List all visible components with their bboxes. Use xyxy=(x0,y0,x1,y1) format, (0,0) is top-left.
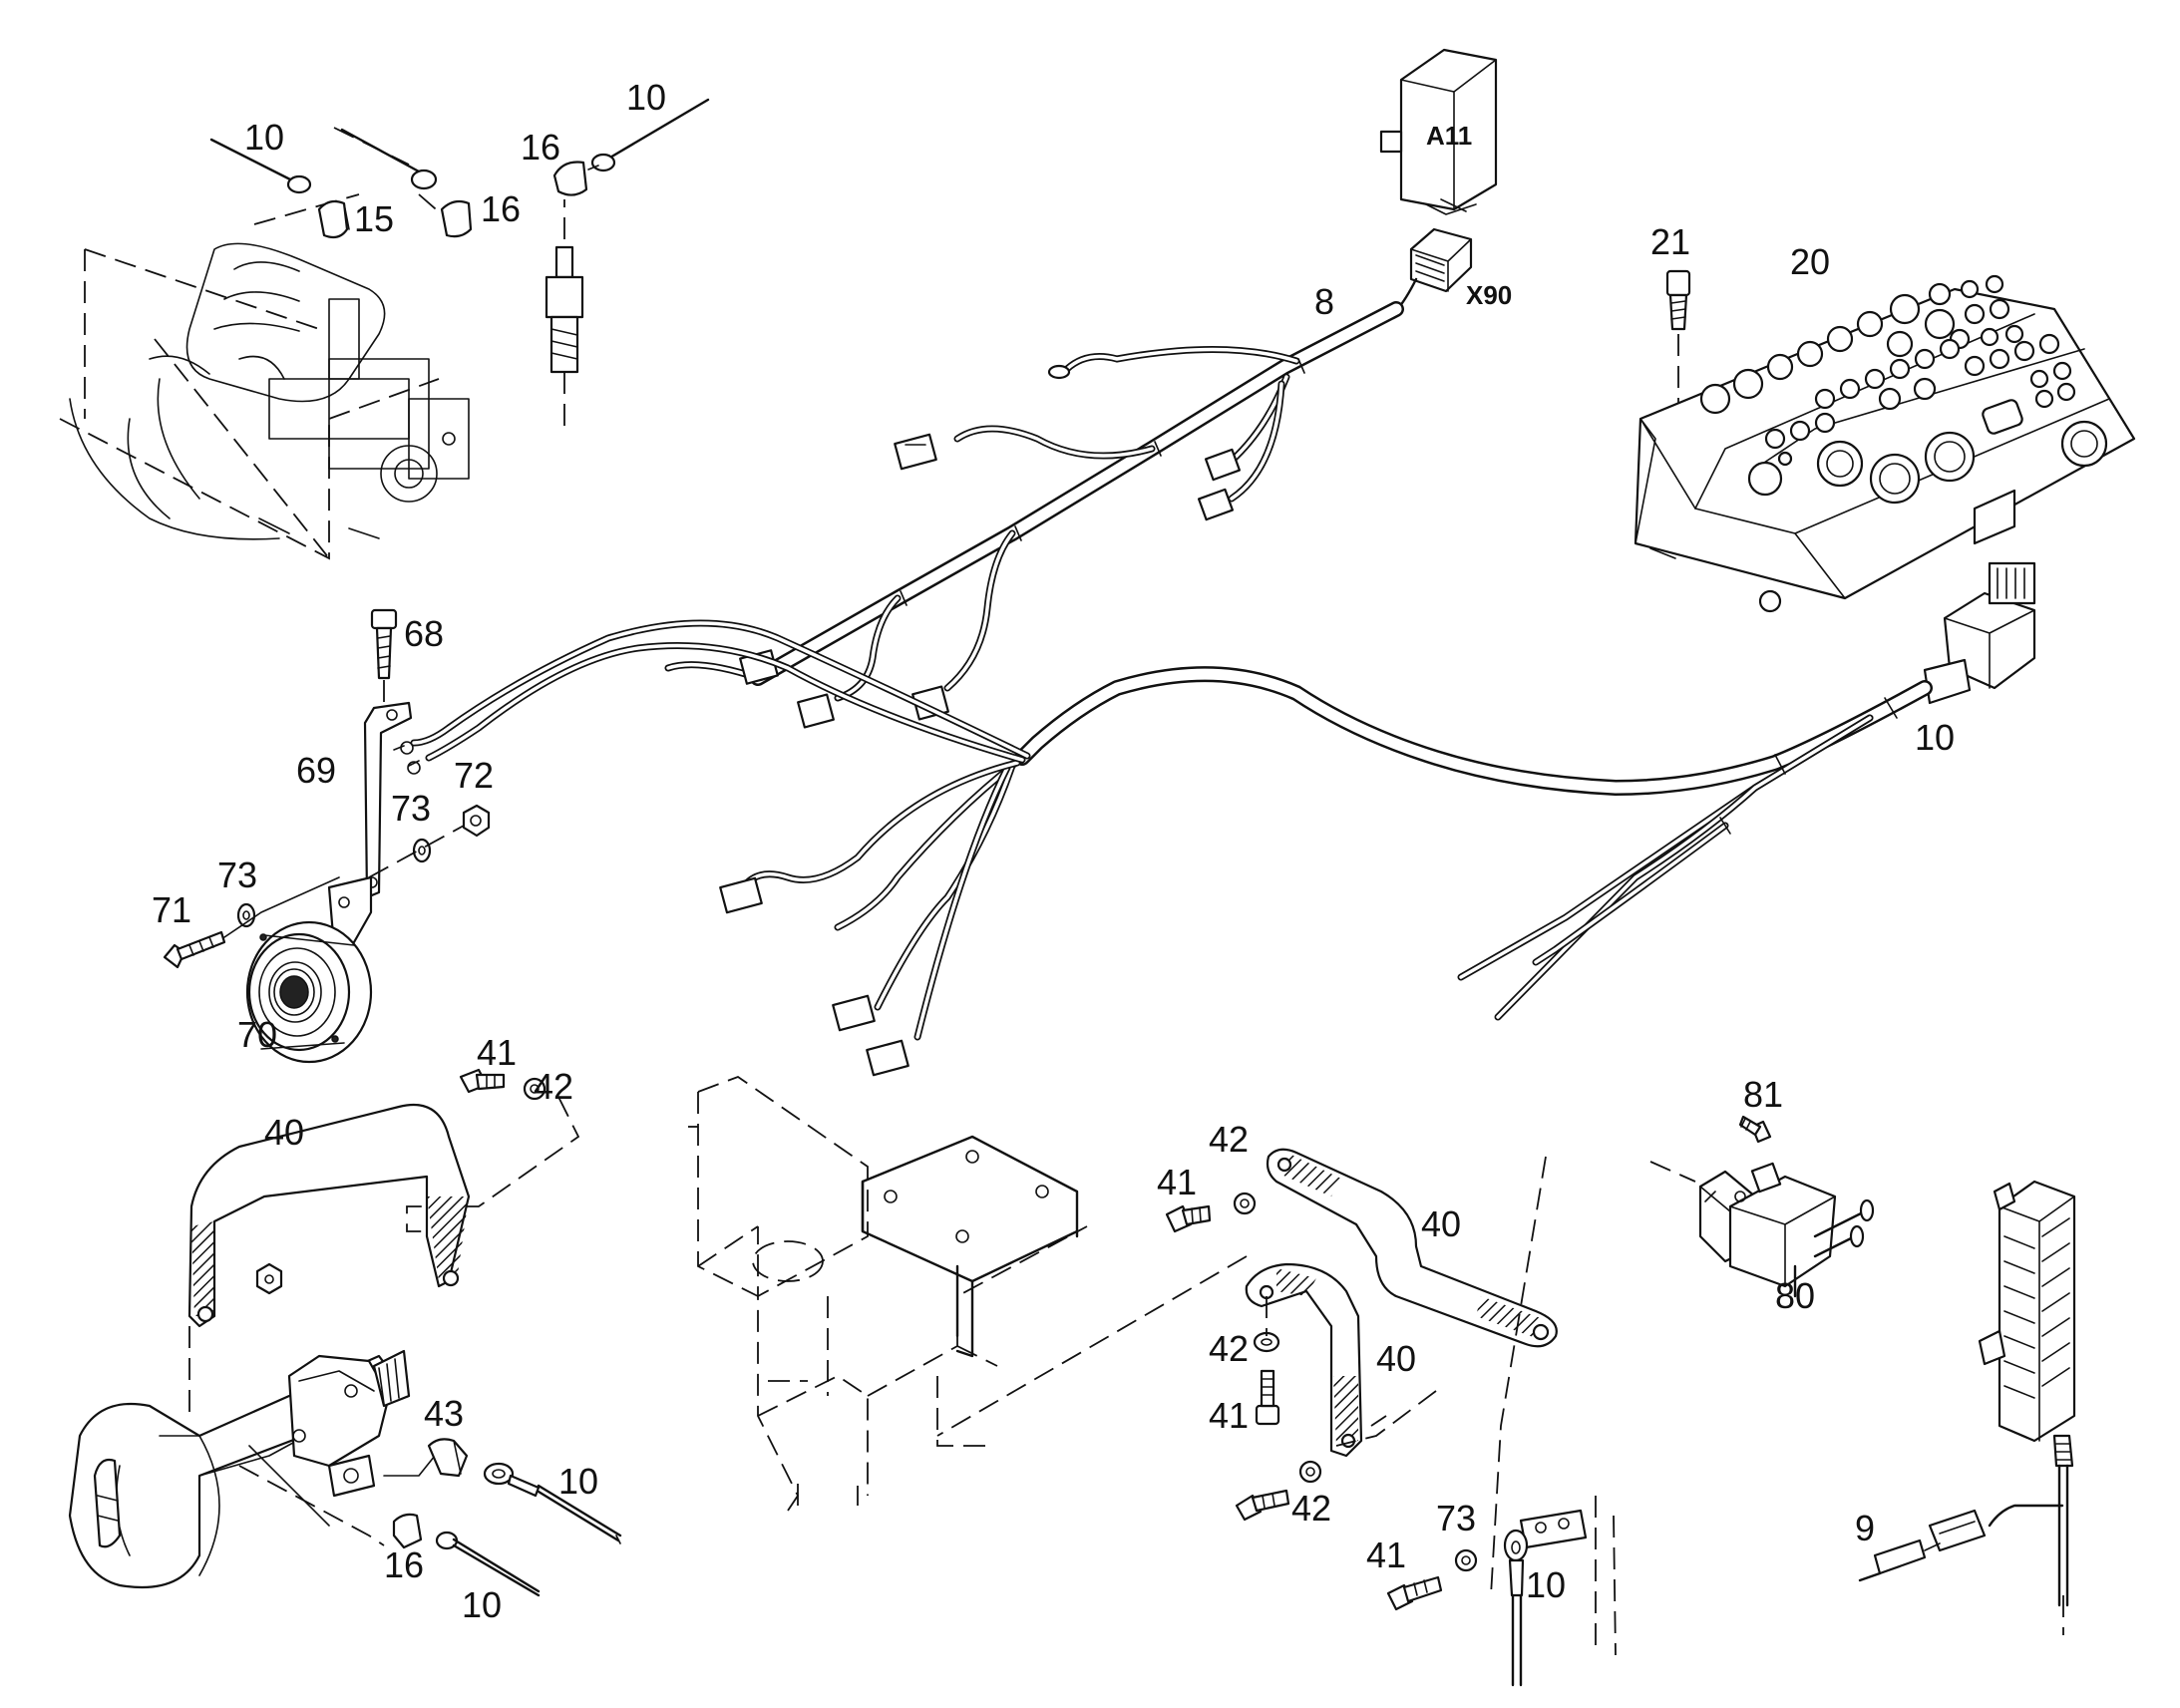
nut-72 xyxy=(368,804,491,878)
label-41-mid-b: 41 xyxy=(1209,1395,1249,1436)
label-80: 80 xyxy=(1775,1275,1815,1316)
ground-dashes xyxy=(936,1156,1617,1656)
boot-16-starter xyxy=(392,1513,423,1549)
label-42-mid-c: 42 xyxy=(1291,1488,1331,1529)
bolt-41-mid-c xyxy=(1235,1489,1290,1522)
elbow-43 xyxy=(427,1438,469,1478)
dashboard-20 xyxy=(1634,274,2136,613)
label-x90: X90 xyxy=(1466,280,1512,310)
label-70: 70 xyxy=(237,1014,277,1055)
module-a11 xyxy=(1379,48,1498,215)
alternator-cable-10 xyxy=(209,127,438,194)
washer-42-mid-c xyxy=(1298,1460,1322,1484)
label-21: 21 xyxy=(1650,221,1690,262)
label-10-bottom: 10 xyxy=(1526,1564,1566,1605)
label-10-main-harness: 10 xyxy=(1915,717,1955,758)
bolt-41-bottom xyxy=(1386,1575,1443,1611)
bolt-71 xyxy=(163,876,340,969)
harness-10-main xyxy=(393,561,2036,1077)
label-73-bottom: 73 xyxy=(1436,1498,1476,1538)
bolt-41-top xyxy=(459,1068,506,1094)
temperature-sensor xyxy=(545,98,710,429)
bracket-40-mid-b xyxy=(1245,1262,1363,1458)
label-81: 81 xyxy=(1743,1074,1783,1115)
starter-motor xyxy=(68,1349,440,1589)
harness-8 xyxy=(664,301,1404,729)
connector-x90 xyxy=(1394,227,1473,313)
starter-cable-10-a xyxy=(483,1462,622,1544)
label-71: 71 xyxy=(152,889,191,930)
chassis-frame xyxy=(688,1075,1088,1512)
label-42-mid-a: 42 xyxy=(1209,1119,1249,1160)
label-73-top: 73 xyxy=(391,788,431,829)
boot-16-left xyxy=(440,199,473,238)
label-41-bottom: 41 xyxy=(1366,1535,1406,1575)
fuse-box xyxy=(1978,1180,2076,1635)
starter-cable-10-b xyxy=(435,1531,541,1597)
bracket-40-left xyxy=(187,1103,471,1328)
bolt-68 xyxy=(370,608,398,703)
bolt-41-mid-a xyxy=(1165,1204,1212,1233)
washer-73-top xyxy=(412,838,432,863)
bracket-40-mid-a xyxy=(1266,1148,1558,1348)
label-15: 15 xyxy=(354,198,394,239)
bolt-41-mid-b xyxy=(1255,1296,1280,1426)
label-72: 72 xyxy=(454,755,494,796)
washer-42-mid-b xyxy=(1253,1331,1280,1353)
label-20: 20 xyxy=(1790,241,1830,282)
label-10-top-left: 10 xyxy=(244,117,284,158)
label-42-top: 42 xyxy=(534,1066,573,1107)
washer-73-bottom xyxy=(1454,1548,1478,1572)
boot-15 xyxy=(317,199,350,239)
label-16-top-left: 16 xyxy=(481,188,521,229)
label-43: 43 xyxy=(424,1393,464,1434)
alternator-assembly xyxy=(59,193,470,560)
label-16-starter: 16 xyxy=(384,1544,424,1585)
washer-73-left xyxy=(236,902,256,928)
label-10-starter-a: 10 xyxy=(558,1461,598,1502)
ground-plate xyxy=(1519,1509,1588,1549)
label-10-sensor: 10 xyxy=(626,77,666,118)
horn-70 xyxy=(245,920,373,1064)
label-40-left: 40 xyxy=(264,1112,304,1153)
screw-21 xyxy=(1665,269,1691,538)
ground-cable-10 xyxy=(1503,1529,1529,1687)
label-69: 69 xyxy=(296,750,336,791)
label-41-top: 41 xyxy=(477,1032,517,1073)
washer-42-mid-a xyxy=(1233,1192,1257,1215)
label-41-mid-a: 41 xyxy=(1157,1162,1197,1202)
label-40-mid-a: 40 xyxy=(1421,1203,1461,1244)
label-a11: A11 xyxy=(1426,121,1472,151)
relay-80 xyxy=(1649,1161,1875,1298)
nut-40-left xyxy=(188,1262,283,1416)
label-10-starter-b: 10 xyxy=(462,1584,502,1625)
screw-81 xyxy=(1738,1115,1772,1144)
label-8: 8 xyxy=(1314,281,1334,322)
label-68: 68 xyxy=(404,613,444,654)
label-16-sensor: 16 xyxy=(521,127,560,168)
label-9: 9 xyxy=(1855,1508,1875,1548)
label-40-mid-b: 40 xyxy=(1376,1338,1416,1379)
label-73-left: 73 xyxy=(217,854,257,895)
connector-9 xyxy=(1858,1509,1987,1582)
label-42-mid-b: 42 xyxy=(1209,1328,1249,1369)
